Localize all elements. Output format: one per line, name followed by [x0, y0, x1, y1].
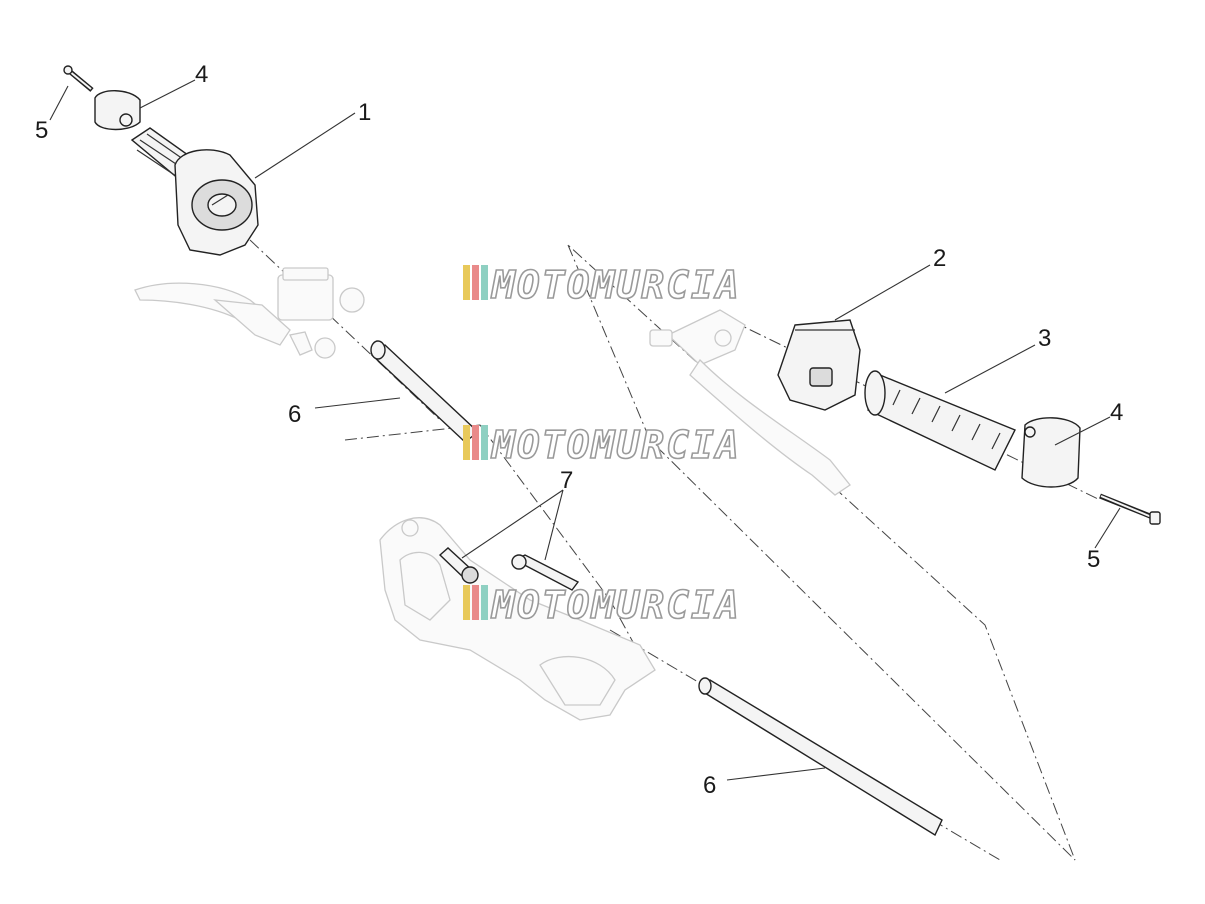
watermark-stripe-3 — [481, 585, 488, 620]
leader-lines — [49, 79, 1121, 781]
watermark-text: MOTOMURCIA — [490, 423, 741, 467]
center-assembly-outline — [344, 424, 641, 656]
callout-2: 2 — [933, 245, 946, 272]
part-1-throttle-grip — [130, 127, 259, 256]
watermark-stripe-2 — [472, 265, 479, 300]
watermark-text: MOTOMURCIA — [490, 583, 741, 627]
callout-5-left: 5 — [35, 117, 48, 144]
watermark-stripe-3 — [481, 425, 488, 460]
part-7-screw-a — [438, 547, 479, 584]
watermark-stripe-3 — [481, 265, 488, 300]
right-assembly-outline — [567, 244, 1076, 861]
callout-6-upper: 6 — [288, 401, 301, 428]
handlebar-clamp-ghost — [379, 517, 656, 721]
left-brake-lever-ghost — [134, 267, 365, 359]
part-6-tube-lower — [698, 677, 943, 837]
watermark-stripe-1 — [463, 425, 470, 460]
part-6-tube-upper — [370, 340, 480, 443]
callout-7: 7 — [560, 467, 573, 494]
part-5-bolt-right — [1099, 493, 1161, 525]
callout-4-right: 4 — [1110, 399, 1123, 426]
callout-1: 1 — [358, 99, 371, 126]
part-4-bar-end-right — [1021, 417, 1081, 488]
callout-5-right: 5 — [1087, 546, 1100, 573]
callout-4-left: 4 — [195, 61, 208, 88]
part-4-bar-end-left — [94, 90, 141, 131]
callout-6-lower: 6 — [703, 772, 716, 799]
part-7-screw-b — [511, 554, 580, 591]
watermark-bottom: MOTOMURCIA — [463, 582, 741, 628]
watermark-stripe-2 — [472, 585, 479, 620]
watermark-stripe-2 — [472, 425, 479, 460]
watermark-stripe-1 — [463, 585, 470, 620]
part-3-right-grip — [864, 370, 1016, 471]
watermark-top: MOTOMURCIA — [463, 262, 741, 308]
watermark-middle: MOTOMURCIA — [463, 422, 741, 468]
watermark-text: MOTOMURCIA — [490, 263, 741, 307]
callout-3: 3 — [1038, 325, 1051, 352]
part-2-switch-housing — [777, 319, 861, 411]
right-clutch-lever-ghost — [649, 309, 851, 496]
watermark-stripe-1 — [463, 265, 470, 300]
part-5-bolt-left — [63, 65, 94, 92]
